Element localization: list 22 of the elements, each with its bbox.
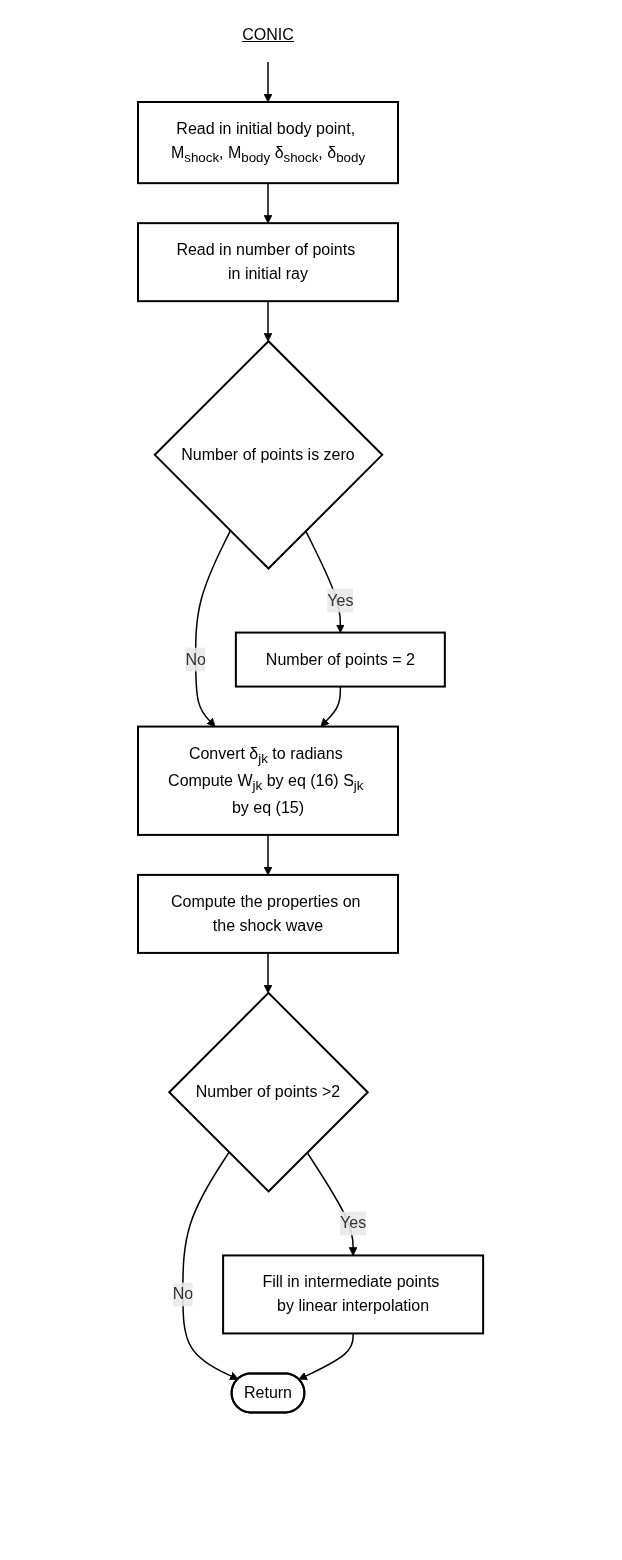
arrow [195, 530, 232, 727]
node-box: Read in number of points in initial ray [137, 222, 400, 303]
arrow [264, 834, 273, 876]
arrow [264, 61, 273, 103]
node-text: CONIC [242, 26, 295, 43]
node-diamond: Number of points >2 [168, 991, 370, 1193]
edge-label: Yes [340, 1214, 367, 1232]
arrow [264, 182, 273, 224]
edge-label: No [173, 1285, 194, 1303]
node-box: Fill in intermediate points by linear interpolation [222, 1254, 485, 1335]
arrow [264, 952, 273, 994]
node-box: Convert δ$_{jk}$ to radians Compute W$_{jk}$ by eq (16) S$_{jk}$ by eq (15) [137, 725, 400, 836]
arrow [264, 300, 273, 342]
node-box: Compute the properties on the shock wave [137, 873, 400, 954]
edge-label: No [185, 650, 207, 668]
node-diamond: Number of points is zero [153, 339, 385, 570]
arrow [320, 685, 342, 727]
edge-label: Yes [327, 591, 354, 609]
node-box: Read in initial body point, M$_{shock}$, M$_{body}$ δ$_{shock}$, δ$_{body}$ [137, 101, 400, 185]
node-box: Number of points = 2 [235, 631, 447, 688]
arrow [182, 1151, 239, 1380]
arrow [298, 1332, 355, 1380]
